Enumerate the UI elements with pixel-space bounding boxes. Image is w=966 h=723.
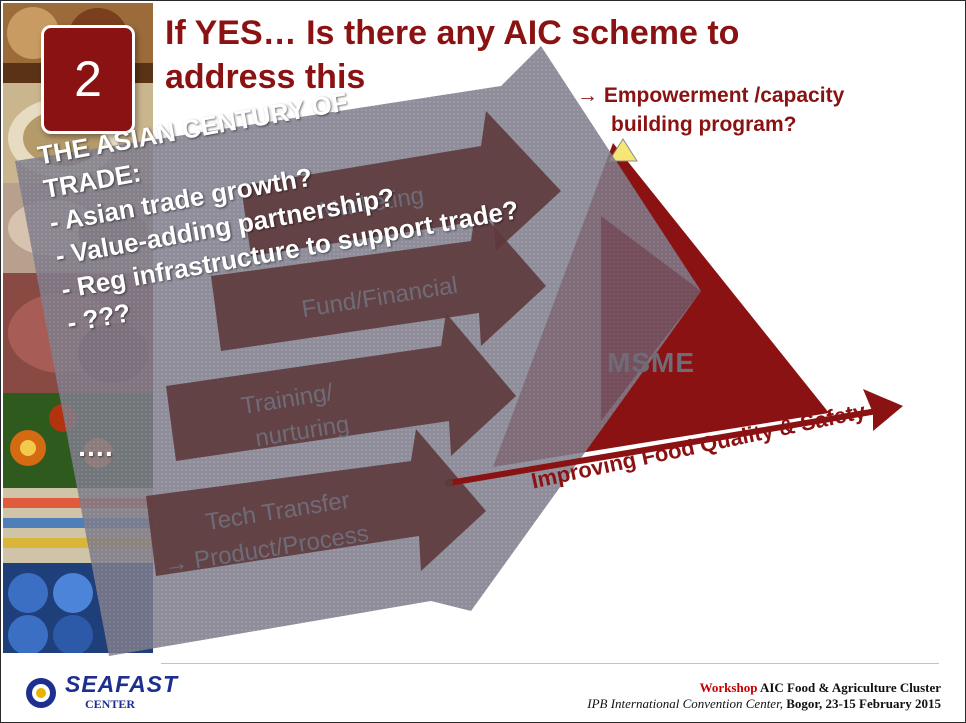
seafast-emblem-icon [26,678,56,708]
slide-title: If YES… Is there any AIC scheme to addre… [165,11,845,99]
empowerment-line-1: → Empowerment /capacity [577,84,845,107]
quality-arrow-start [445,479,453,487]
peak-marker-triangle [608,138,638,162]
tech-transfer-arrow [146,429,486,576]
seafast-logo: SEAFAST CENTER [25,671,179,711]
logo-wordmark: SEAFAST [65,671,179,697]
footer-location-date: Bogor, 23-15 February 2015 [786,696,941,711]
quality-arrow-shaft [448,406,890,486]
footer-venue-row: IPB International Convention Center, Bog… [587,696,941,712]
footer-event-info: Workshop AIC Food & Agriculture Cluster … [587,680,941,712]
msme-label: MSME [607,347,695,378]
title-line-2: address this [165,58,366,96]
quality-arrowhead [863,389,903,431]
msme-panel [601,216,701,421]
footer-divider [161,663,939,664]
footer-event-row: Workshop AIC Food & Agriculture Cluster [587,680,941,696]
footer-event-name: AIC Food & Agriculture Cluster [757,680,941,695]
empowerment-question: → Empowerment /capacity building program… [577,81,937,139]
empowerment-line-2: building program? [611,113,797,136]
footer-venue: IPB International Convention Center, [587,696,787,711]
fund-financial-arrow [211,206,546,351]
logo-subtitle: CENTER [85,697,136,711]
training-arrow [166,313,516,461]
slide-number: 2 [41,25,135,134]
title-line-1: If YES… Is there any AIC scheme to [165,14,740,52]
asian-century-ellipsis: …. [77,431,113,462]
footer-workshop-word: Workshop [699,680,758,695]
